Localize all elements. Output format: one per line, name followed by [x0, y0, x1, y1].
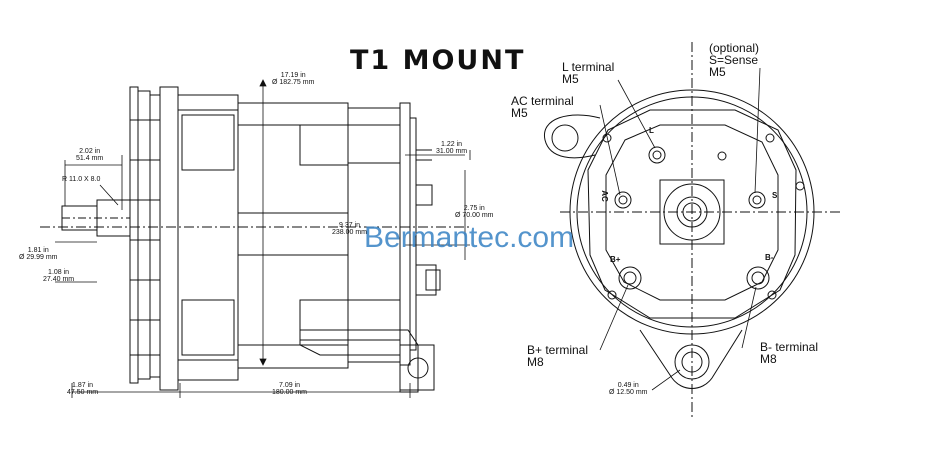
rear-plate: [399, 102, 441, 366]
label-s-sense: (optional) S=Sense M5: [709, 41, 760, 79]
dim-body-length: 7.09 in 180.00 mm: [272, 382, 308, 396]
dim-shaft-diameter: 1.81 in Ø 29.99 mm: [19, 247, 58, 261]
dimension-lines: [55, 79, 471, 398]
mount-foot: [299, 329, 435, 393]
dim-rear-diameter: 2.75 in Ø 70.00 mm: [455, 205, 494, 219]
face-mark-bplus: B+: [610, 255, 621, 264]
dim-diameter-housing: 17.19 in Ø 182.75 mm: [272, 72, 315, 86]
shaft: [61, 199, 131, 237]
dim-keyway: R 11.0 X 8.0: [62, 176, 101, 183]
watermark: Bermantec.com: [364, 221, 575, 254]
dim-rear-stub: 1.22 in 31.00 mm: [436, 141, 468, 155]
page-title: T1 MOUNT: [350, 45, 526, 76]
front-housing: [159, 86, 239, 391]
dim-front-depth: 1.87 in 47.50 mm: [67, 382, 99, 396]
face-mark-ac: AC: [599, 190, 609, 202]
label-b-minus-terminal: B- terminal M8: [760, 340, 819, 366]
face-mark-s: S: [772, 191, 778, 200]
label-b-plus-terminal: B+ terminal M8: [527, 343, 589, 369]
rear-face-view: [544, 42, 840, 420]
dim-shaft-length: 2.02 in 51.4 mm: [76, 148, 104, 162]
dim-shaft-offset: 1.08 in 27.40 mm: [43, 269, 75, 283]
pulley-fan: [129, 86, 161, 384]
stator-body: [237, 102, 401, 369]
dim-mount-hole: 0.49 in Ø 12.50 mm: [609, 382, 648, 396]
label-l-terminal: L terminal M5: [562, 60, 615, 86]
dim-overall-height: 9.37 in 238.00 mm: [332, 222, 368, 236]
label-ac-terminal: AC terminal M5: [511, 94, 574, 120]
face-mark-l: L: [649, 126, 654, 135]
face-mark-bminus: B-: [765, 253, 774, 262]
